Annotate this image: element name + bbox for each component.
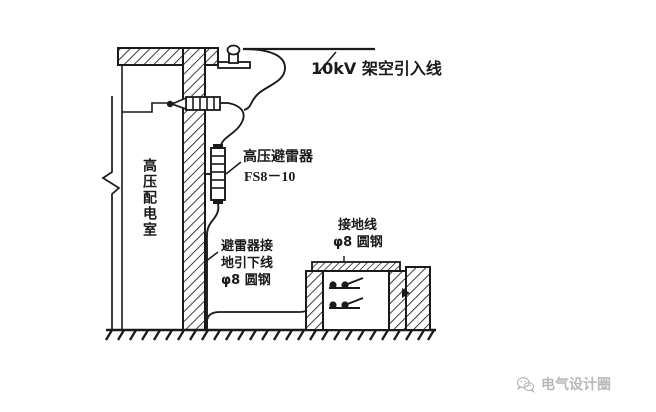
label-down-conductor-line2: 地引下线	[221, 256, 274, 271]
label-arrester-model: FS8－10	[244, 170, 296, 185]
wechat-logo-icon	[516, 376, 535, 393]
exterior-wall	[182, 47, 206, 331]
down-conductor-leader	[204, 251, 219, 263]
arrester-lead-conductor	[220, 102, 245, 146]
watermark-text: 电气设计圈	[541, 377, 611, 393]
wall-bushing	[166, 96, 228, 111]
switchgear-cabinet	[305, 261, 431, 331]
label-overhead-line: 10kV 架空引入线	[311, 59, 442, 78]
break-line-zigzag	[101, 96, 121, 330]
arrester-down-conductor	[205, 203, 220, 330]
watermark: 电气设计圈	[516, 374, 611, 394]
building-structure	[117, 47, 219, 331]
pin-insulator	[205, 44, 251, 69]
label-ground-wire-line2: φ8 圆钢	[333, 235, 383, 250]
label-ground-wire-line1: 接地线	[338, 218, 378, 233]
disconnect-switch-2	[329, 297, 364, 309]
overhead-incoming-line	[242, 47, 375, 111]
disconnect-switch-1	[329, 277, 364, 289]
label-down-conductor-line1: 避雷器接	[221, 239, 274, 254]
label-down-conductor-line3: φ8 圆钢	[221, 273, 271, 288]
earth-ground-line	[105, 328, 436, 341]
label-distribution-room: 高压配电室	[141, 158, 157, 238]
label-arrester-name: 高压避雷器	[243, 149, 313, 165]
surge-arrester	[205, 144, 242, 204]
